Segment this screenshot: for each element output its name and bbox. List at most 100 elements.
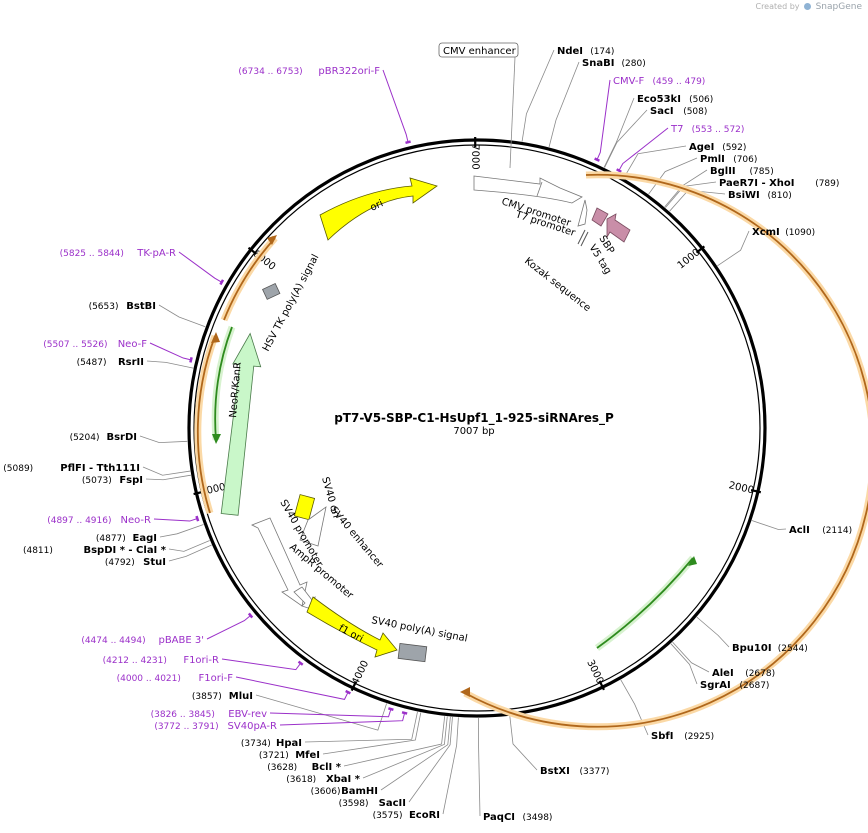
primer-label[interactable]: F1ori-F(4000 .. 4021) xyxy=(117,673,234,684)
tick-label: 1000 xyxy=(676,247,703,271)
primer-label[interactable]: TK-pA-R(5825 .. 5844) xyxy=(60,248,176,259)
enzyme-label[interactable]: AgeI(592) xyxy=(689,142,746,153)
enzyme-label[interactable]: EagI(4877) xyxy=(96,533,157,544)
primer-label[interactable]: CMV-F(459 .. 479) xyxy=(613,76,705,87)
enzyme-label[interactable]: NdeI (174) xyxy=(557,46,614,57)
enzyme-label[interactable]: BglII(785) xyxy=(710,166,774,177)
enzyme-label[interactable]: Bpu10I (2544) xyxy=(732,643,808,654)
neor-kanr-label: NeoR/KanR xyxy=(228,362,244,419)
enzyme-label[interactable]: PmlI(706) xyxy=(700,154,757,165)
primer-name: F1ori-R xyxy=(183,655,219,666)
primer-leader xyxy=(221,658,302,671)
v5-tag-arrow xyxy=(606,213,631,243)
enzyme-label[interactable]: EcoRI(3575) xyxy=(373,810,440,821)
enzyme-label[interactable]: XcmI(1090) xyxy=(752,227,815,238)
enzyme-leader xyxy=(408,716,453,803)
primer-label[interactable]: Neo-F (5507 .. 5526) xyxy=(43,339,147,350)
enzyme-position: (5653) xyxy=(89,302,119,312)
primer-label[interactable]: pBR322ori-F(6734 .. 6753) xyxy=(238,66,380,77)
sv40-ori-box xyxy=(293,494,316,521)
enzyme-label[interactable]: PaqCI(3498) xyxy=(483,812,552,823)
enzyme-label[interactable]: BsiWI(810) xyxy=(728,190,792,201)
enzyme-leader xyxy=(304,711,418,743)
enzyme-leader xyxy=(670,643,698,685)
enzyme-name: AclI xyxy=(789,525,810,536)
primer-name: Neo-F xyxy=(118,339,148,350)
enzyme-label[interactable]: SbfI(2925) xyxy=(651,731,714,742)
enzyme-leader xyxy=(623,145,687,179)
enzyme-label[interactable]: BsrDI(5204) xyxy=(70,432,137,443)
primer-site-mark xyxy=(247,612,254,619)
tick-label: 2000 xyxy=(728,480,755,496)
primer-site-mark xyxy=(401,711,408,715)
enzyme-label[interactable]: SnaBI(280) xyxy=(582,58,646,69)
enzyme-label[interactable]: SgrAI(2687) xyxy=(700,680,769,691)
enzyme-name: SbfI xyxy=(651,731,673,742)
tick-mark xyxy=(350,681,357,692)
enzyme-name: PaqCI xyxy=(483,812,515,823)
enzyme-position: (280) xyxy=(622,59,646,69)
enzyme-position: (2687) xyxy=(740,681,770,691)
t7-promoter-arrow xyxy=(577,199,588,227)
primer-label[interactable]: T7(553 .. 572) xyxy=(670,124,744,135)
enzyme-name: NdeI xyxy=(557,46,583,57)
tick-mark xyxy=(695,245,706,254)
enzyme-label[interactable]: SacII(3598) xyxy=(339,798,406,809)
orf-arc-main xyxy=(464,173,868,728)
enzyme-label[interactable]: BspDI * - ClaI *(4811) xyxy=(23,545,167,556)
enzyme-label[interactable]: FspI(5073) xyxy=(82,475,143,486)
primer-label[interactable]: F1ori-R (4212 .. 4231) xyxy=(103,655,219,666)
enzyme-name: AleI xyxy=(712,668,734,679)
enzyme-label[interactable]: PaeR7I - XhoI(789) xyxy=(719,178,839,189)
enzyme-label[interactable]: PflFI - Tth111I(5089) xyxy=(3,463,140,474)
primer-name: SV40pA-R xyxy=(228,721,277,732)
enzyme-label[interactable]: SacI(508) xyxy=(650,106,707,117)
enzyme-name: Bpu10I xyxy=(732,643,772,654)
enzyme-leader xyxy=(255,694,387,731)
enzyme-label[interactable]: BamHI(3606) xyxy=(311,786,378,797)
neor-kanr-arrow xyxy=(220,332,262,516)
primer-name: EBV-rev xyxy=(228,709,267,720)
enzyme-leader xyxy=(142,466,191,476)
primer-name: CMV-F xyxy=(613,76,644,87)
enzyme-label[interactable]: AclI(2114) xyxy=(789,525,852,536)
kozak-sequence-label: Kozak sequence xyxy=(522,256,592,314)
orf-arrowhead-left-top xyxy=(267,235,277,245)
enzyme-leader xyxy=(751,520,787,530)
primer-leader xyxy=(382,69,409,144)
enzyme-position: (174) xyxy=(590,47,614,57)
green-arrowhead-left xyxy=(212,434,221,444)
enzyme-name: AgeI xyxy=(689,142,714,153)
primer-label[interactable]: EBV-rev(3826 .. 3845) xyxy=(151,709,267,720)
enzyme-label[interactable]: BstBI(5653) xyxy=(89,301,156,312)
primer-label[interactable]: Neo-R(4897 .. 4916) xyxy=(47,515,151,526)
enzyme-label[interactable]: RsrII(5487) xyxy=(77,357,144,368)
primer-site-mark xyxy=(219,279,225,286)
primer-site-mark xyxy=(189,357,193,363)
primer-label[interactable]: SV40pA-R(3772 .. 3791) xyxy=(154,721,277,732)
sv40-enhancer-label: SV40 enhancer xyxy=(328,505,386,571)
enzyme-label[interactable]: AleI(2678) xyxy=(712,668,775,679)
enzyme-label[interactable]: Eco53kI(506) xyxy=(637,94,713,105)
primer-label[interactable]: pBABE 3'(4474 .. 4494) xyxy=(81,635,204,646)
enzyme-name: FspI xyxy=(119,475,143,486)
enzyme-position: (3734) xyxy=(241,739,271,749)
enzyme-label[interactable]: StuI(4792) xyxy=(105,557,166,568)
primer-range: (5507 .. 5526) xyxy=(43,340,107,350)
enzyme-label[interactable]: BstXI(3377) xyxy=(540,766,609,777)
enzyme-name: XbaI * xyxy=(326,774,361,785)
enzyme-name: BglII xyxy=(710,166,736,177)
enzyme-label[interactable]: MfeI(3721) xyxy=(259,750,320,761)
plasmid-size: 7007 bp xyxy=(453,426,494,437)
primer-leader xyxy=(178,251,223,284)
enzyme-label[interactable]: XbaI *(3618) xyxy=(286,774,360,785)
enzyme-label[interactable]: HpaI(3734) xyxy=(241,738,302,749)
cmv-promoter-arrow xyxy=(473,175,583,204)
enzyme-label[interactable]: BclI *(3628) xyxy=(267,762,341,773)
enzyme-position: (2544) xyxy=(778,644,808,654)
enzyme-name: MfeI xyxy=(295,750,320,761)
primer-range: (4897 .. 4916) xyxy=(47,516,111,526)
enzyme-label[interactable]: MluI(3857) xyxy=(192,691,253,702)
primer-range: (4212 .. 4231) xyxy=(103,656,167,666)
primer-leader xyxy=(618,127,669,172)
